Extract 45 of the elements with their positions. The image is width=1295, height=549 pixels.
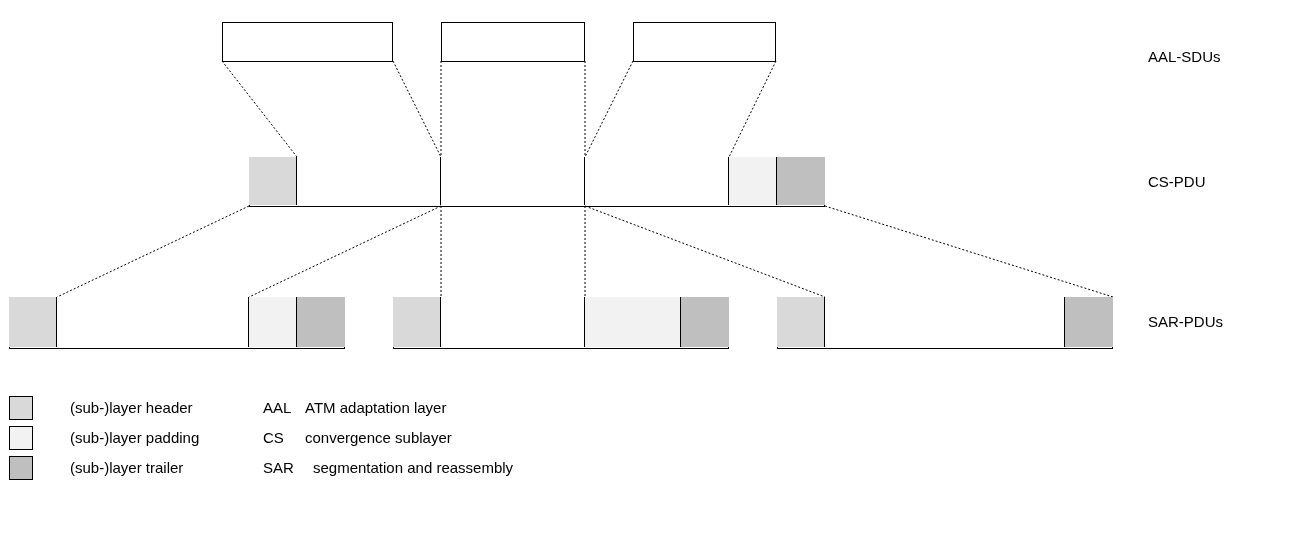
abbreviation: SAR: [263, 459, 294, 477]
pdu-bar: [9, 297, 345, 349]
payload-segment: [57, 297, 249, 347]
sdu-block: [633, 22, 776, 62]
sdu-block: [222, 22, 393, 62]
mapping-line: [440, 60, 442, 158]
header-segment: [249, 157, 297, 205]
padding-segment: [249, 297, 297, 347]
payload-segment: [441, 297, 585, 347]
mapping-line: [584, 205, 826, 298]
pdu-bar: [249, 157, 825, 207]
row-label: AAL-SDUs: [1148, 48, 1221, 66]
header-segment: [777, 297, 825, 347]
mapping-line: [584, 60, 586, 158]
legend-text: (sub-)layer header: [70, 399, 193, 417]
payload-segment: [441, 157, 585, 205]
trailer-segment: [1065, 297, 1113, 347]
pdu-bar: [393, 297, 729, 349]
abbreviation-definition: ATM adaptation layer: [305, 399, 447, 417]
mapping-line: [824, 205, 1114, 298]
mapping-line: [584, 60, 634, 158]
padding-segment: [729, 157, 777, 205]
padding-segment: [585, 297, 681, 347]
row-label: CS-PDU: [1148, 173, 1206, 191]
mapping-line: [584, 205, 586, 298]
header-segment: [393, 297, 441, 347]
mapping-line: [56, 205, 250, 298]
mapping-line: [440, 205, 442, 298]
mapping-line: [392, 60, 442, 158]
abbreviation-definition: segmentation and reassembly: [313, 459, 514, 477]
abbreviation: CS: [263, 429, 284, 447]
legend-text: (sub-)layer padding: [70, 429, 200, 447]
abbreviation-definition: convergence sublayer: [305, 429, 452, 447]
abbreviation: AAL: [263, 399, 292, 417]
payload-segment: [825, 297, 1065, 347]
sdu-block: [441, 22, 585, 62]
trailer-segment: [777, 157, 825, 205]
trailer-segment: [297, 297, 345, 347]
trailer-segment: [681, 297, 729, 347]
payload-segment: [585, 157, 729, 205]
row-label: SAR-PDUs: [1148, 313, 1223, 331]
header-segment: [9, 297, 57, 347]
legend-text: (sub-)layer trailer: [70, 459, 184, 477]
payload-segment: [297, 157, 441, 205]
pdu-bar: [777, 297, 1113, 349]
